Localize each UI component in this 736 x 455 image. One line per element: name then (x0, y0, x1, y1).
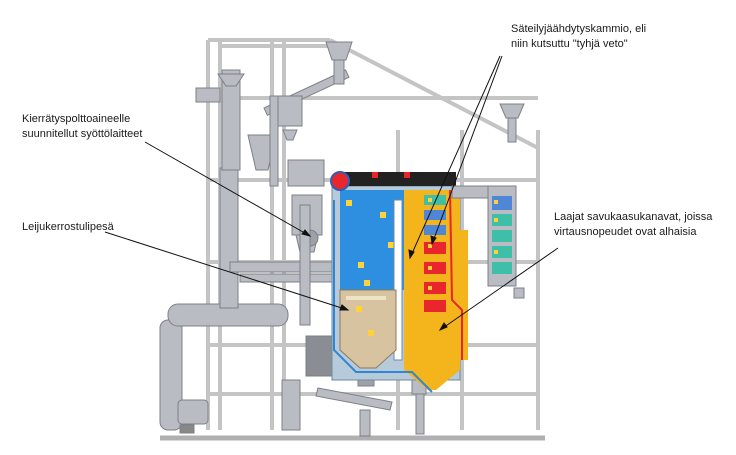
top-hoppers (325, 41, 525, 143)
leader-radiant-chamber (409, 55, 501, 259)
label-feeders-line-2: suunnitellut syöttölaitteet (22, 128, 143, 140)
feeder-equipment (195, 69, 350, 431)
label-furnace-line-1: Leijukerrostulipesä (22, 221, 114, 233)
bottom-conveyor (315, 371, 427, 437)
heat-exchanger-rows (424, 195, 446, 312)
radiant-chamber (340, 190, 404, 290)
label-flue-channels-line-1: Laajat savukaasukanavat, joissa (554, 211, 713, 223)
top-header (338, 172, 456, 186)
leader-lines (104, 55, 559, 332)
label-radiant-chamber-line-2: niin kutsuttu "tyhjä veto" (511, 38, 628, 50)
label-flue-channels-line-2: virtausnopeudet ovat alhaisia (554, 226, 697, 238)
label-flue-channels: Laajat savukaasukanavat, joissa virtausn… (554, 210, 712, 240)
steam-drum (330, 171, 350, 191)
leader-furnace (104, 231, 349, 311)
blue-water-pipe (333, 200, 433, 393)
water-wall-divider (393, 199, 403, 361)
label-radiant-chamber: Säteilyjäähdytyskammio, eli niin kutsutt… (511, 22, 646, 52)
leader-flue-channels (439, 247, 559, 331)
leader-feeders (144, 141, 311, 237)
leader-radiant-chamber-2 (431, 55, 503, 245)
boiler-block (330, 171, 468, 393)
label-feeders: Kierrätyspolttoaineelle suunnitellut syö… (22, 112, 142, 142)
economizer-tower (451, 185, 525, 299)
fluidized-bed-furnace (339, 289, 397, 369)
label-furnace: Leijukerrostulipesä (22, 220, 114, 235)
label-feeders-line-1: Kierrätyspolttoaineelle (22, 113, 131, 125)
label-radiant-chamber-line-1: Säteilyjäähdytyskammio, eli (511, 23, 647, 35)
